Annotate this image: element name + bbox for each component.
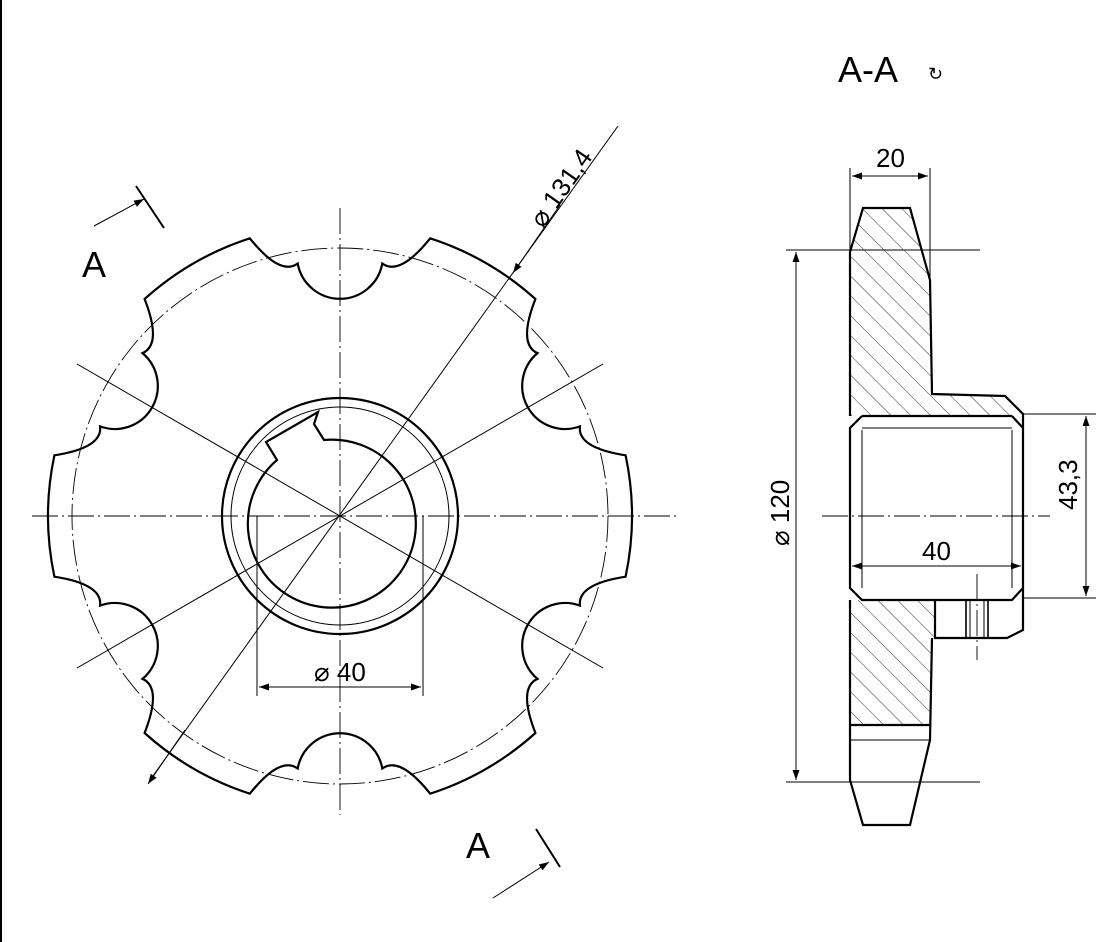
section-bore-outline	[848, 415, 1024, 602]
cut-marker-bottom-arrow	[492, 861, 550, 899]
section-view: 20 ⌀ 120 43,3 40 A-A ↻	[765, 49, 1096, 827]
section-hatch-lower	[850, 600, 935, 725]
sprocket-outline	[47, 237, 633, 795]
hub-width-label: 20	[876, 143, 905, 173]
section-outline-bottom-tooth	[848, 600, 934, 827]
bore-front-label: ⌀ 40	[314, 657, 366, 687]
cut-marker-top-arrow	[93, 198, 145, 227]
section-title: A-A	[838, 49, 898, 90]
bore-with-keyway	[246, 409, 417, 609]
cut-marker-bottom-bar	[535, 828, 561, 868]
pitch-dim-arrow-bottom	[147, 729, 186, 785]
front-view: ⌀ 40 ⌀ 131,4 A A	[32, 125, 680, 899]
outer-diameter-label: ⌀ 120	[765, 480, 795, 546]
hub-diameter-label: 43,3	[1053, 459, 1083, 510]
cut-marker-bottom-label: A	[466, 825, 490, 866]
cut-marker-top-bar	[135, 185, 165, 229]
pitch-dim-arrow	[512, 204, 561, 274]
diagonal-center-line-2	[76, 363, 604, 669]
cut-marker-top-label: A	[82, 244, 106, 285]
cutting-plane-line	[149, 125, 619, 781]
section-hatch-upper	[850, 208, 1023, 416]
bore-section-label: 40	[922, 536, 951, 566]
rotation-symbol-icon: ↻	[928, 64, 943, 84]
pitch-diameter-label: ⌀ 131,4	[523, 143, 598, 232]
section-bore-top-chamfer	[1011, 415, 1024, 429]
section-outline-top-tooth	[848, 206, 1025, 640]
